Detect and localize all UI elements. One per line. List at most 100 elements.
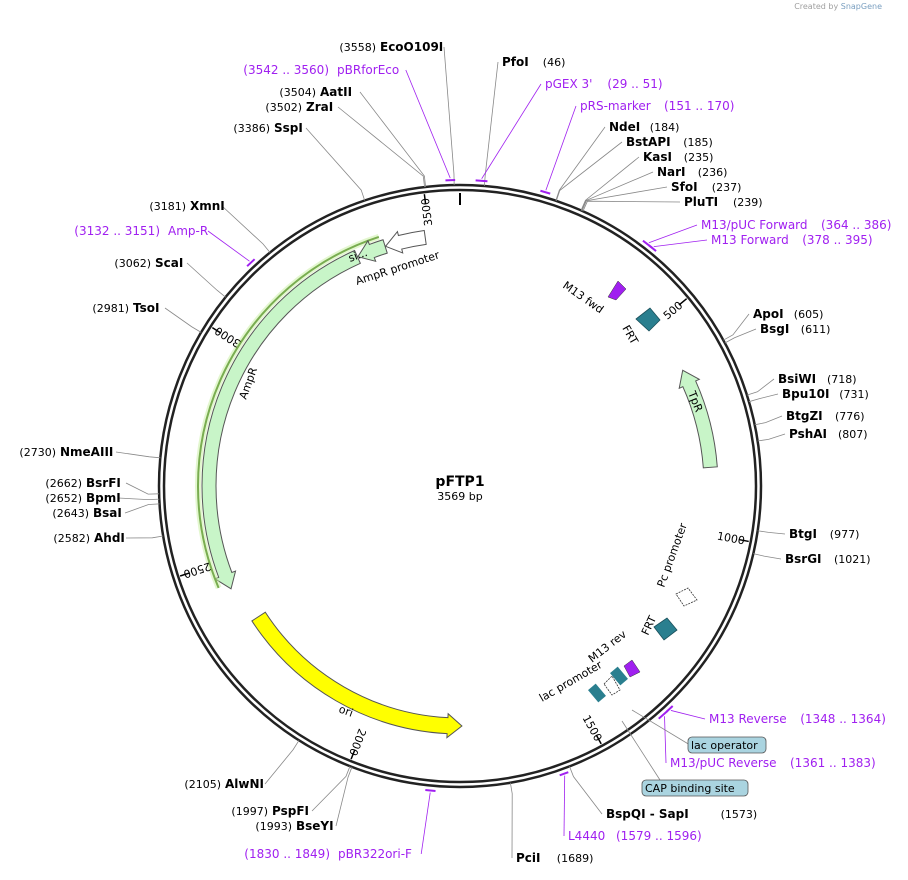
primer-range: (1361 .. 1383) (790, 756, 876, 770)
enzyme-name: ApoI (753, 307, 784, 321)
enzyme-pos: (3502) (265, 101, 302, 114)
primer-leader (670, 710, 706, 720)
primer-bar (559, 771, 569, 777)
ori-arc (251, 611, 463, 739)
frt-bottom-feature: FRT (639, 613, 678, 641)
enzyme-leader (509, 782, 513, 859)
enzyme-leader (582, 200, 681, 212)
primer-range: (3542 .. 3560) (243, 63, 329, 77)
enzyme-leader (754, 415, 783, 426)
enzyme-name: BsgI (760, 322, 789, 336)
enzyme-name: EcoO109I (380, 40, 443, 54)
primer-range: (1579 .. 1596) (616, 829, 702, 843)
snapgene-brand: Created by SnapGene (794, 2, 882, 11)
enzyme-name: BtgI (789, 527, 817, 541)
enzyme-pos: (2643) (52, 507, 89, 520)
enzyme-name: AatII (320, 85, 352, 99)
cap-binding-box: CAP binding site (621, 720, 749, 797)
tick-label: 2000 (346, 727, 368, 758)
primer-range: (29 .. 51) (607, 77, 662, 91)
tick-label: 3000 (212, 324, 243, 350)
primer-bar (540, 189, 551, 195)
primer-range: (1348 .. 1364) (800, 712, 886, 726)
enzyme-name: BsrFI (86, 476, 121, 490)
primer-name: M13/pUC Forward (701, 218, 808, 232)
primer-bar (658, 710, 669, 720)
enzyme-leader (555, 141, 623, 201)
pc-promoter-feature: Pc promoter (655, 521, 698, 607)
backbone-outer (157, 183, 763, 789)
enzyme-pos: (731) (839, 388, 869, 401)
primer-bar (648, 244, 657, 252)
tick-mark (423, 194, 427, 205)
enzyme-pos: (2662) (45, 477, 82, 490)
primer-leader (664, 716, 667, 764)
enzyme-leader (753, 553, 782, 560)
enzyme-name: NdeI (609, 120, 640, 134)
frt-top-label: FRT (619, 323, 640, 347)
enzyme-leader (221, 205, 271, 253)
primer-name: pRS-marker (580, 99, 651, 113)
enzyme-leader (264, 740, 300, 785)
enzyme-pos: (3181) (149, 200, 186, 213)
primer-bar (425, 789, 436, 793)
primer-name: M13 Forward (711, 233, 789, 247)
m13-fwd-feature: M13 fwd (560, 279, 627, 316)
enzyme-name: BstAPI (626, 135, 671, 149)
primer-range: (378 .. 395) (802, 233, 872, 247)
primer-leader (648, 224, 698, 244)
tpr-arc (678, 369, 718, 469)
signal-label: si... (347, 246, 370, 265)
enzyme-leader (337, 106, 425, 188)
enzyme-leader (305, 127, 366, 201)
enzyme-leader (359, 91, 427, 188)
enzyme-name: BseYI (296, 819, 334, 833)
enzyme-pos: (807) (838, 428, 868, 441)
primer-name: Amp-R (168, 224, 208, 238)
enzyme-pos: (3062) (114, 257, 151, 270)
enzyme-pos: (236) (698, 166, 728, 179)
enzyme-pos: (776) (835, 410, 865, 423)
enzyme-pos: (46) (543, 56, 566, 69)
brand-name: SnapGene (840, 2, 882, 11)
enzyme-name: SspI (274, 121, 303, 135)
enzyme-leader (335, 766, 353, 827)
tick-mark (350, 749, 356, 760)
enzyme-leader (580, 156, 640, 211)
enzyme-name: PfoI (502, 55, 529, 69)
enzyme-pos: (235) (684, 151, 714, 164)
primer-leader (420, 792, 431, 855)
signal-arc (357, 239, 388, 263)
tick-mark (179, 572, 190, 577)
tick-mark (678, 298, 688, 306)
tick-label: 3500 (419, 197, 435, 226)
pc-promoter-label: Pc promoter (655, 521, 690, 589)
backbone-inner (162, 188, 758, 784)
enzyme-pos: (2582) (53, 532, 90, 545)
enzyme-leader (746, 378, 775, 396)
brand-prefix: Created by (794, 2, 839, 11)
enzyme-pos: (2652) (45, 492, 82, 505)
primer-name: pBRforEco (337, 63, 399, 77)
primer-name: pBR322ori-F (338, 847, 412, 861)
m13-rev-label: M13 rev (586, 627, 629, 665)
lac-operator-label: lac operator (691, 739, 758, 752)
enzyme-leader (125, 482, 160, 495)
enzyme-name: BtgZI (786, 409, 823, 423)
enzyme-name: BsaI (93, 506, 122, 520)
enzyme-leader (115, 451, 161, 459)
primer-name: M13 Reverse (709, 712, 787, 726)
enzyme-name: PshAI (789, 427, 827, 441)
enzyme-name: NarI (657, 165, 686, 179)
enzyme-pos: (184) (650, 121, 680, 134)
tick-mark (211, 326, 222, 334)
enzyme-leader (723, 313, 750, 341)
frt-bottom-label: FRT (639, 613, 659, 637)
enzyme-name: SfoI (671, 180, 698, 194)
enzyme-name: BpmI (86, 491, 121, 505)
enzyme-pos: (3386) (233, 122, 270, 135)
enzyme-pos: (237) (712, 181, 742, 194)
enzyme-pos: (185) (683, 136, 713, 149)
